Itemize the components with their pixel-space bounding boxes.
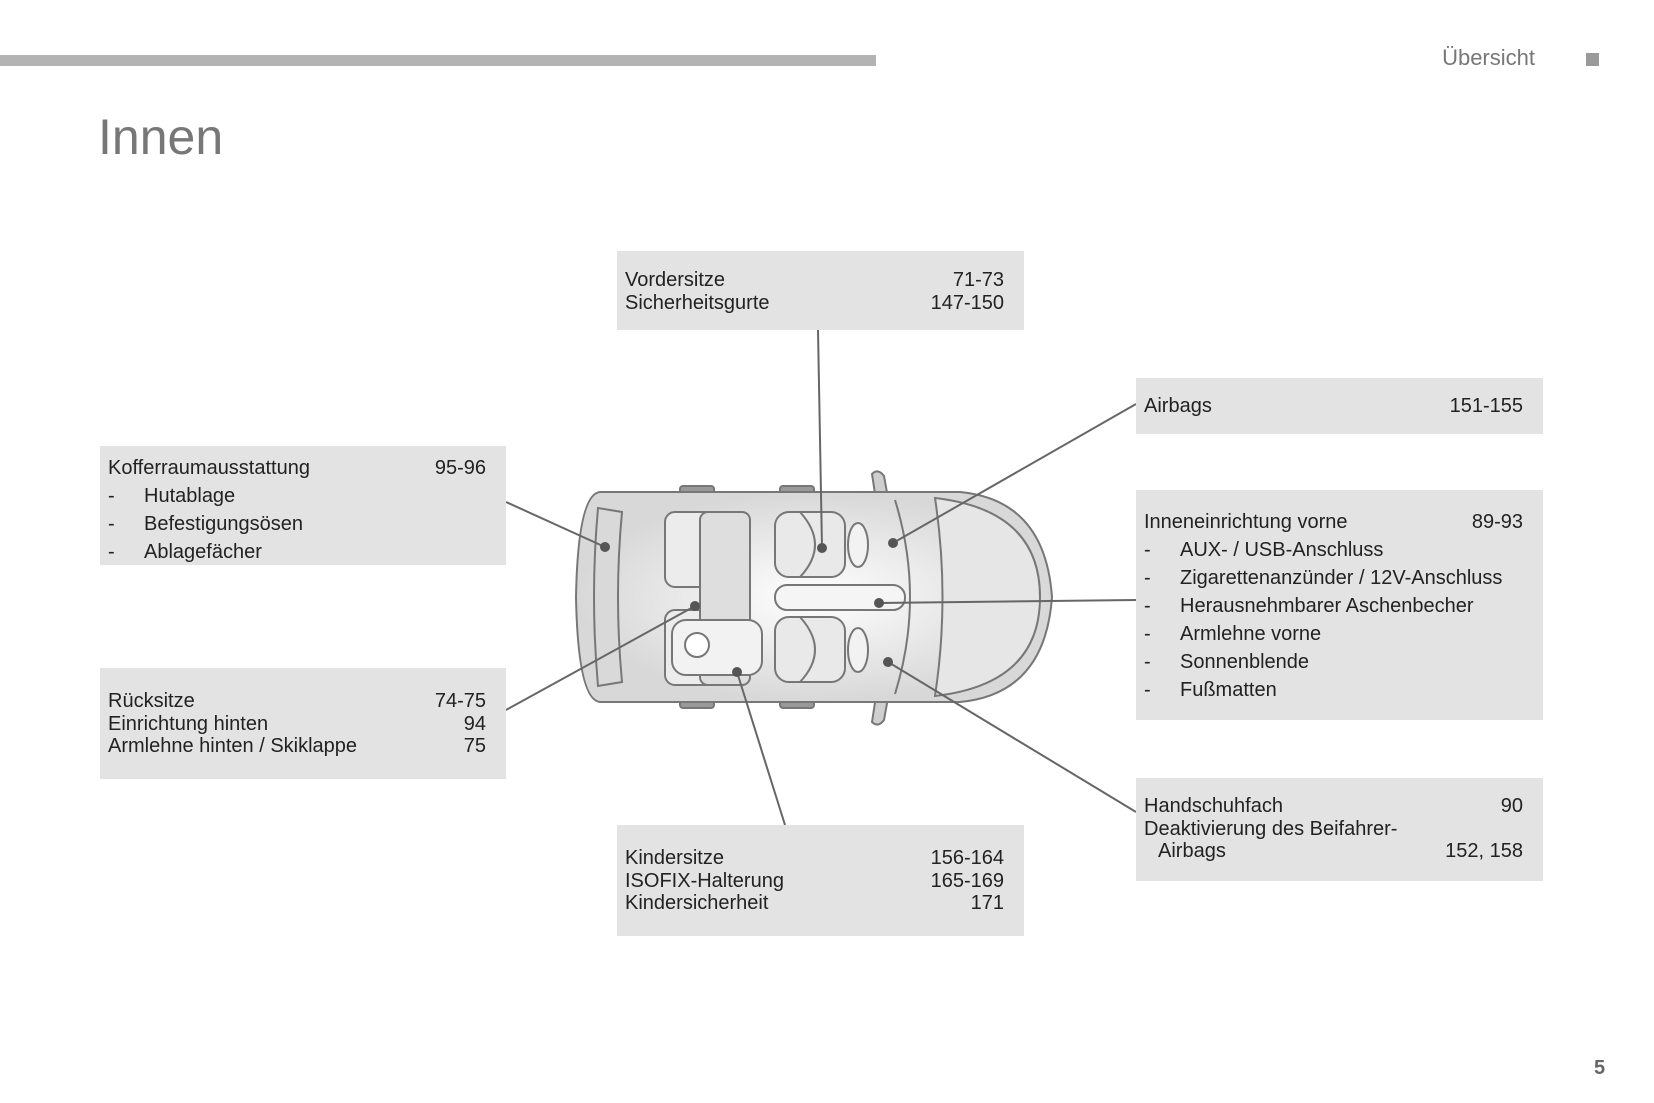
row-label: Vordersitze [625,269,726,291]
leader-child-seats [736,671,786,826]
callout-row: Einrichtung hinten 94 [108,713,486,736]
callout-subitem: -Befestigungsösen [108,510,486,538]
leader-dots [600,538,898,677]
row-label: Inneneinrichtung vorne [1144,511,1348,533]
callout-subitem: -Zigarettenanzünder / 12V-Anschluss [1144,564,1523,592]
row-label: ISOFIX-Halterung [625,869,784,892]
row-pages: 89-93 [1471,511,1523,533]
row-pages: 95-96 [434,457,486,479]
callout-child-seats: Kindersitze 156-164 ISOFIX-Halterung 165-1… [617,825,1024,936]
callout-subitem: -AUX- / USB-Anschluss [1144,536,1523,564]
leader-boot [505,501,606,548]
row-pages: 171 [970,892,1004,914]
callout-row: Deaktivierung des Beifahrer- [1144,818,1523,841]
callout-subitem: -Hutablage [108,482,486,510]
callout-row: Kindersicherheit 171 [625,892,1004,915]
section-label: Übersicht [1442,45,1535,70]
row-pages: 94 [463,712,486,735]
row-label: Kindersicherheit [625,892,769,914]
row-pages: 75 [463,735,486,757]
subitem-label: Herausnehmbarer Aschenbecher [1180,595,1474,617]
subitem-label: AUX- / USB-Anschluss [1180,539,1384,561]
subitem-label: Fußmatten [1180,679,1277,701]
row-label: Einrichtung hinten [108,712,269,735]
row-pages: 147-150 [930,291,1004,314]
callout-subitem: -Armlehne vorne [1144,620,1523,648]
callout-subitem: -Sonnenblende [1144,648,1523,676]
callout-row: Kindersitze 156-164 [625,847,1004,870]
row-pages: 74-75 [434,690,486,712]
row-pages: 71-73 [952,269,1004,291]
callout-front-interior: Inneneinrichtung vorne 89-93 -AUX- / USB-… [1136,490,1543,720]
row-pages: 165-169 [930,869,1004,892]
callout-row: Sicherheitsgurte 147-150 [625,292,1004,315]
row-pages: 151-155 [1449,395,1523,417]
subitem-label: Befestigungsösen [144,513,304,535]
leader-airbags [892,403,1137,544]
row-label: Handschuhfach [1144,795,1283,817]
row-label: Airbags [1158,840,1226,862]
callout-row: Armlehne hinten / Skiklappe 75 [108,735,486,758]
row-pages: 156-164 [930,847,1004,869]
callout-row: Airbags 151-155 [1144,395,1523,418]
callout-boot: Kofferraumausstattung 95-96 -Hutablage -B… [100,446,506,565]
callout-row: Rücksitze 74-75 [108,690,486,713]
row-label: Kindersitze [625,847,724,869]
header-bar [0,55,876,66]
row-pages: 90 [1500,795,1523,817]
callout-row: Vordersitze 71-73 [625,269,1004,292]
row-label: Rücksitze [108,690,195,712]
callout-subitem: -Ablagefächer [108,538,486,566]
row-label: Airbags [1144,395,1212,417]
leader-lines [505,329,1137,826]
row-label: Sicherheitsgurte [625,291,770,314]
subitem-label: Zigarettenanzünder / 12V-Anschluss [1180,567,1503,589]
leader-rear-seats [505,605,696,711]
callout-title-row: Kofferraumausstattung 95-96 [108,454,486,482]
page-title: Innen [98,109,224,165]
callout-row: Airbags 152, 158 [1144,840,1523,863]
car-top-view [574,470,1054,726]
callout-row: ISOFIX-Halterung 165-169 [625,870,1004,893]
subitem-label: Sonnenblende [1180,651,1310,673]
callout-row: Handschuhfach 90 [1144,795,1523,818]
subitem-label: Hutablage [144,485,236,507]
row-label: Deaktivierung des Beifahrer- [1144,817,1398,840]
leader-front-seats [817,329,823,549]
callout-front-seats: Vordersitze 71-73 Sicherheitsgurte 147-150 [617,251,1024,330]
subitem-label: Armlehne vorne [1180,623,1322,645]
leader-front-interior [878,599,1137,604]
callout-rear-seats: Rücksitze 74-75 Einrichtung hinten 94 Arml… [100,668,506,779]
section-marker-icon [1586,53,1599,66]
row-pages: 152, 158 [1445,840,1523,862]
callout-airbags: Airbags 151-155 [1136,378,1543,434]
callout-title-row: Inneneinrichtung vorne 89-93 [1144,508,1523,536]
subitem-label: Ablagefächer [144,541,262,563]
row-label: Kofferraumausstattung [108,457,310,479]
leader-glovebox [887,661,1137,813]
callout-subitem: -Herausnehmbarer Aschenbecher [1144,592,1523,620]
page-number: 5 [1594,1057,1606,1079]
callout-glovebox: Handschuhfach 90 Deaktivierung des Beifah… [1136,778,1543,881]
callout-subitem: -Fußmatten [1144,676,1523,704]
row-label: Armlehne hinten / Skiklappe [108,735,358,757]
